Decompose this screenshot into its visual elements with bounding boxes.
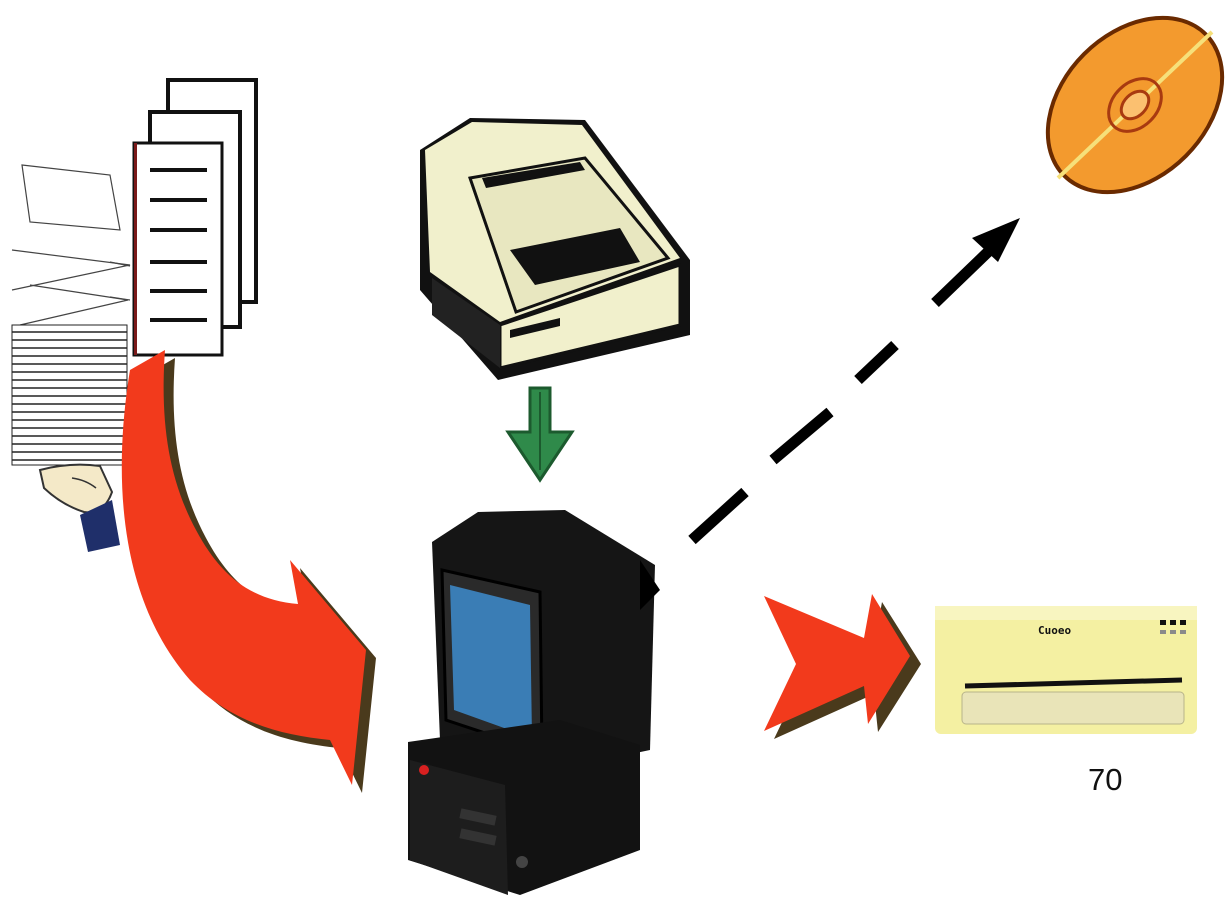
red-curved-arrow	[121, 350, 376, 793]
hand-icon	[38, 463, 120, 552]
scanner-icon: Cuoeo	[935, 606, 1197, 734]
green-down-arrow	[505, 386, 575, 483]
document-stack-icon	[11, 78, 258, 466]
page-number: 70	[1088, 762, 1123, 797]
printer-icon	[420, 118, 690, 380]
computer-icon	[408, 510, 660, 895]
red-right-arrow	[764, 594, 921, 739]
optical-disc-icon	[1045, 15, 1225, 195]
scanner-label: Cuoeo	[1038, 624, 1071, 637]
paper-ream	[11, 324, 128, 466]
dashed-arrow-to-disc	[688, 218, 1020, 545]
